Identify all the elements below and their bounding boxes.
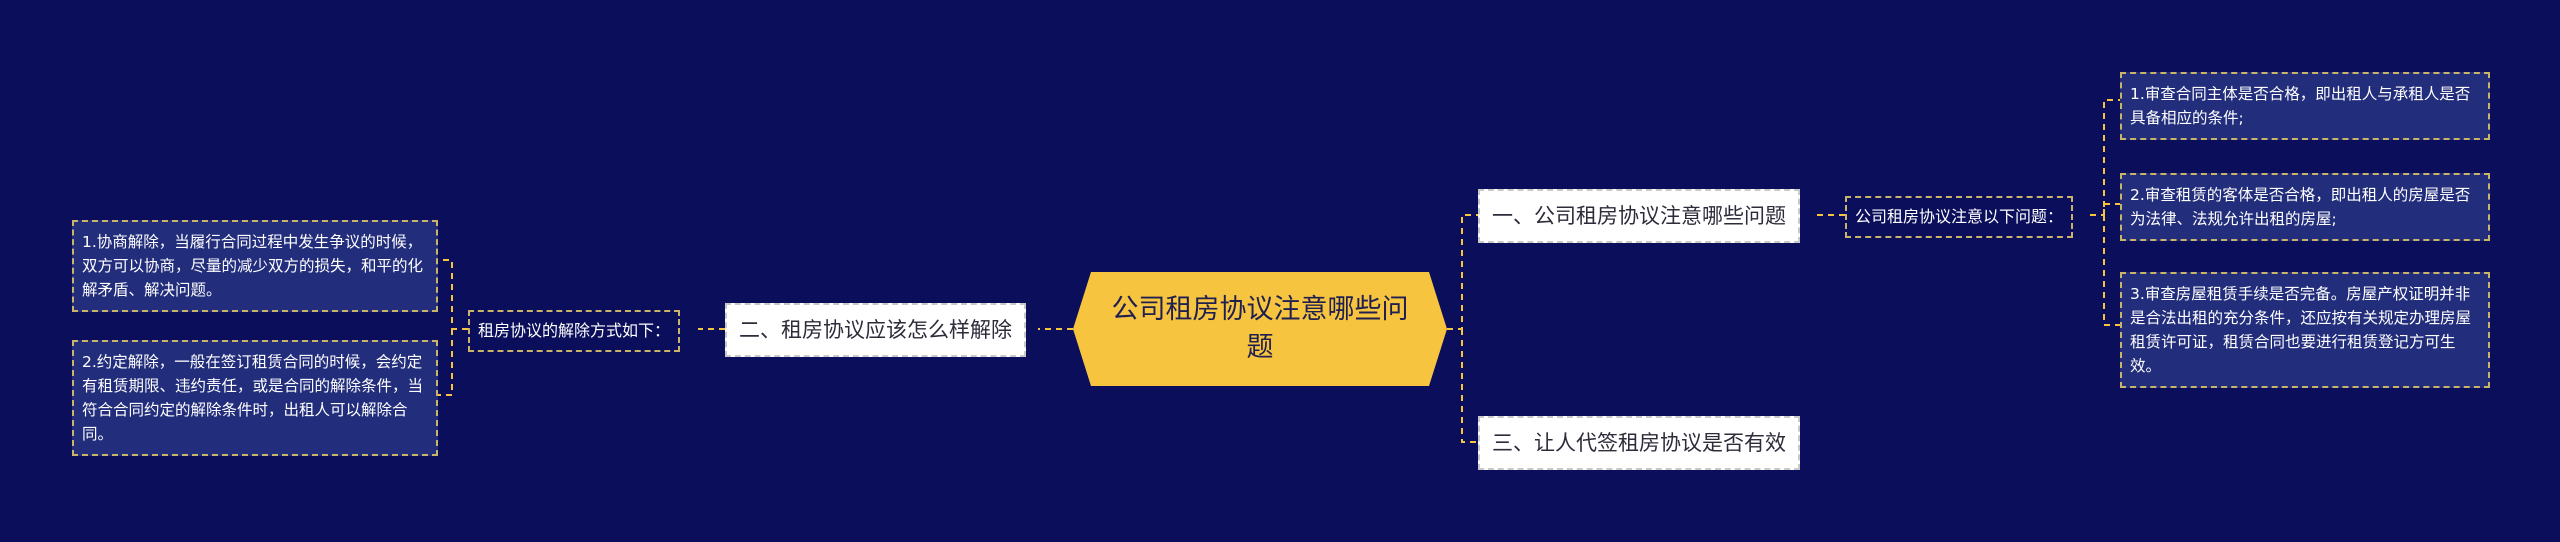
topic-2[interactable]: 二、租房协议应该怎么样解除 [725,303,1026,357]
topic-1-sublabel[interactable]: 公司租房协议注意以下问题： [1845,196,2074,238]
topic-2-item-2[interactable]: 2.约定解除，一般在签订租赁合同的时候，会约定有租赁期限、违约责任，或是合同的解… [72,340,438,456]
topic-1-item-2[interactable]: 2.审查租赁的客体是否合格，即出租人的房屋是否为法律、法规允许出租的房屋; [2120,173,2490,241]
topic-1-item-3[interactable]: 3.审查房屋租赁手续是否完备。房屋产权证明并非是合法出租的充分条件，还应按有关规… [2120,272,2490,388]
topic-1-label: 一、公司租房协议注意哪些问题 [1492,204,1786,228]
topic-1-item-1[interactable]: 1.审查合同主体是否合格，即出租人与承租人是否具备相应的条件; [2120,72,2490,140]
center-topic[interactable]: 公司租房协议注意哪些问题 [1073,272,1447,386]
topic-1-sublabel-text: 公司租房协议注意以下问题： [1855,207,2064,226]
connector-center-to-topic1 [1447,214,1478,330]
topic-2-sublabel-text: 租房协议的解除方式如下： [478,321,671,340]
center-topic-text: 公司租房协议注意哪些问题 [1111,294,1409,363]
topic-2-item-2-text: 2.约定解除，一般在签订租赁合同的时候，会约定有租赁期限、违约责任，或是合同的解… [82,353,424,443]
connector-center-to-topic3 [1461,329,1478,443]
topic-2-sublabel[interactable]: 租房协议的解除方式如下： [468,310,681,352]
topic-1-item-2-text: 2.审查租赁的客体是否合格，即出租人的房屋是否为法律、法规允许出租的房屋; [2130,186,2471,228]
connector-sublabel-to-leaves [2090,99,2120,326]
topic-1-item-3-text: 3.审查房屋租赁手续是否完备。房屋产权证明并非是合法出租的充分条件，还应按有关规… [2130,285,2472,375]
connector-sublabel-to-left-leaves [438,259,468,396]
topic-1[interactable]: 一、公司租房协议注意哪些问题 [1478,189,1800,243]
topic-2-item-1-text: 1.协商解除，当履行合同过程中发生争议的时候，双方可以协商，尽量的减少双方的损失… [82,233,424,299]
topic-3[interactable]: 三、让人代签租房协议是否有效 [1478,416,1800,470]
topic-1-item-1-text: 1.审查合同主体是否合格，即出租人与承租人是否具备相应的条件; [2130,85,2471,127]
topic-3-label: 三、让人代签租房协议是否有效 [1492,431,1786,455]
topic-2-label: 二、租房协议应该怎么样解除 [739,318,1012,342]
topic-2-item-1[interactable]: 1.协商解除，当履行合同过程中发生争议的时候，双方可以协商，尽量的减少双方的损失… [72,220,438,312]
